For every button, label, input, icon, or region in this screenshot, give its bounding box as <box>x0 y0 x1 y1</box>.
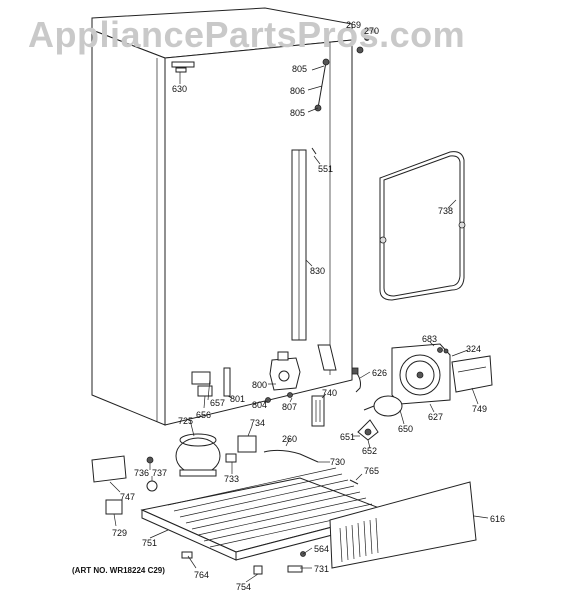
label-683: 683 <box>422 334 438 344</box>
fan-motor-650 <box>373 395 403 417</box>
label-626: 626 <box>372 368 388 378</box>
condenser-coil <box>167 467 379 548</box>
label-807: 807 <box>282 402 298 412</box>
label-730: 730 <box>330 457 346 467</box>
watermark: AppliancePartsPros.com <box>28 14 466 55</box>
valve-800 <box>269 357 301 391</box>
label-324: 324 <box>466 344 482 354</box>
label-729: 729 <box>112 528 128 538</box>
label-801: 801 <box>230 394 246 404</box>
label-737: 737 <box>152 468 168 478</box>
label-805-bottom: 805 <box>290 108 306 118</box>
label-765: 765 <box>364 466 380 476</box>
art-number: (ART NO. WR18224 C29) <box>72 566 165 575</box>
label-733: 733 <box>224 474 240 484</box>
label-725: 725 <box>178 416 194 426</box>
label-627: 627 <box>428 412 444 422</box>
label-656: 656 <box>196 410 212 420</box>
label-616: 616 <box>490 514 506 524</box>
label-740: 740 <box>322 388 338 398</box>
label-747: 747 <box>120 492 136 502</box>
label-270: 270 <box>364 26 380 36</box>
label-651: 651 <box>340 432 356 442</box>
label-564: 564 <box>314 544 330 554</box>
label-764: 764 <box>194 570 210 580</box>
label-830: 830 <box>310 266 326 276</box>
label-736: 736 <box>134 468 150 478</box>
label-551: 551 <box>318 164 334 174</box>
label-650: 650 <box>398 424 414 434</box>
loop-738 <box>379 151 465 301</box>
label-630: 630 <box>172 84 188 94</box>
label-260: 260 <box>282 434 298 444</box>
label-269: 269 <box>346 20 362 30</box>
label-806: 806 <box>290 86 306 96</box>
label-800: 800 <box>252 380 268 390</box>
label-731: 731 <box>314 564 330 574</box>
leader-lines <box>109 65 489 583</box>
label-652: 652 <box>362 446 378 456</box>
board-749 <box>451 355 493 393</box>
grille-616 <box>329 481 477 569</box>
label-738: 738 <box>438 206 454 216</box>
label-804: 804 <box>252 400 268 410</box>
label-751: 751 <box>142 538 158 548</box>
label-754: 754 <box>236 582 252 592</box>
cabinet-side <box>91 29 166 426</box>
label-734: 734 <box>250 418 266 428</box>
label-805-top: 805 <box>292 64 308 74</box>
box-747 <box>91 455 127 483</box>
label-657: 657 <box>210 398 226 408</box>
label-749: 749 <box>472 404 488 414</box>
